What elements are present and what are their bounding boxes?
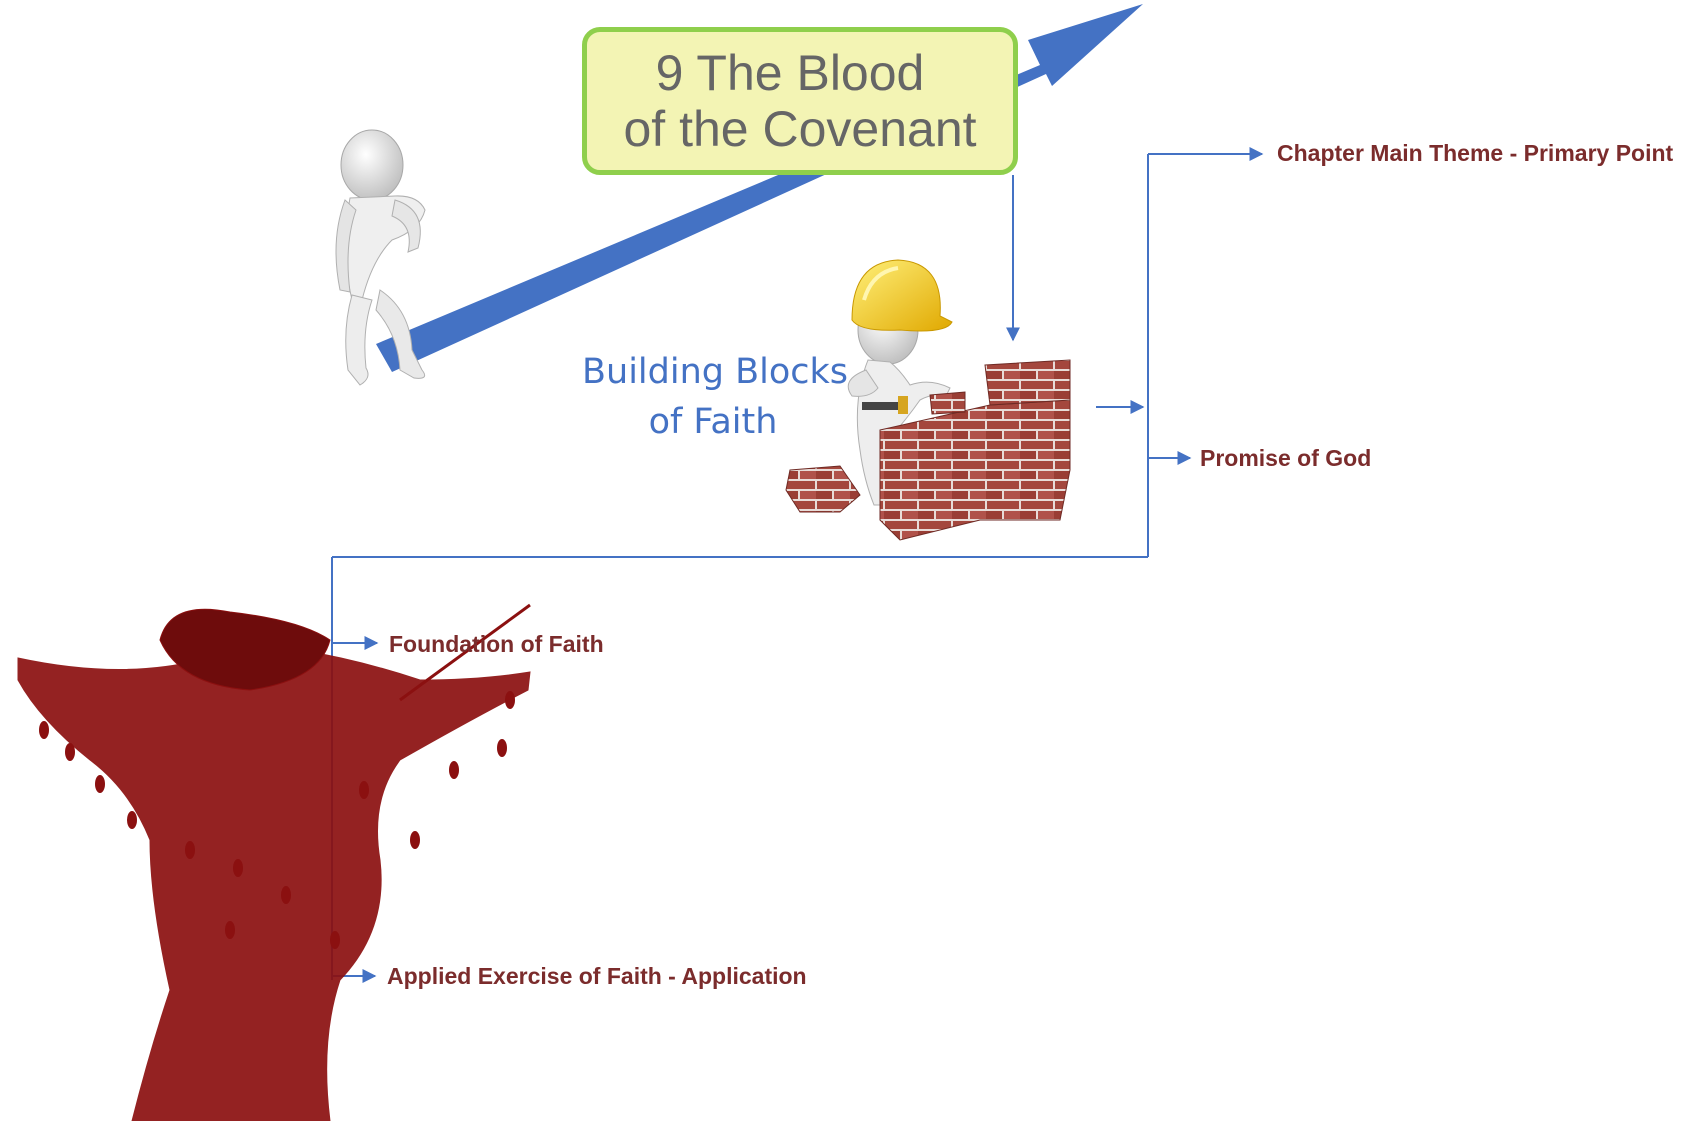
label-foundation-of-faith: Foundation of Faith bbox=[389, 631, 604, 657]
hard-hat-icon bbox=[851, 259, 953, 332]
connector-lines bbox=[331, 147, 1264, 983]
brick-wall-icon bbox=[785, 359, 1071, 541]
label-applied-exercise: Applied Exercise of Faith - Application bbox=[387, 963, 807, 989]
label-main-theme: Chapter Main Theme - Primary Point bbox=[1277, 140, 1674, 166]
title-line-1: 9 The Blood bbox=[655, 45, 925, 101]
title-line-2: of the Covenant bbox=[623, 101, 977, 157]
crucifixion-figure-icon bbox=[17, 603, 531, 1121]
label-promise-of-god: Promise of God bbox=[1200, 445, 1372, 471]
stick-figure-icon bbox=[335, 129, 426, 386]
building-blocks-line-1: Building Blocks bbox=[582, 352, 849, 392]
growth-arrow-icon bbox=[376, 4, 1143, 372]
title-box: 9 The Blood of the Covenant bbox=[582, 27, 1018, 175]
building-blocks-line-2: of Faith bbox=[648, 402, 778, 442]
